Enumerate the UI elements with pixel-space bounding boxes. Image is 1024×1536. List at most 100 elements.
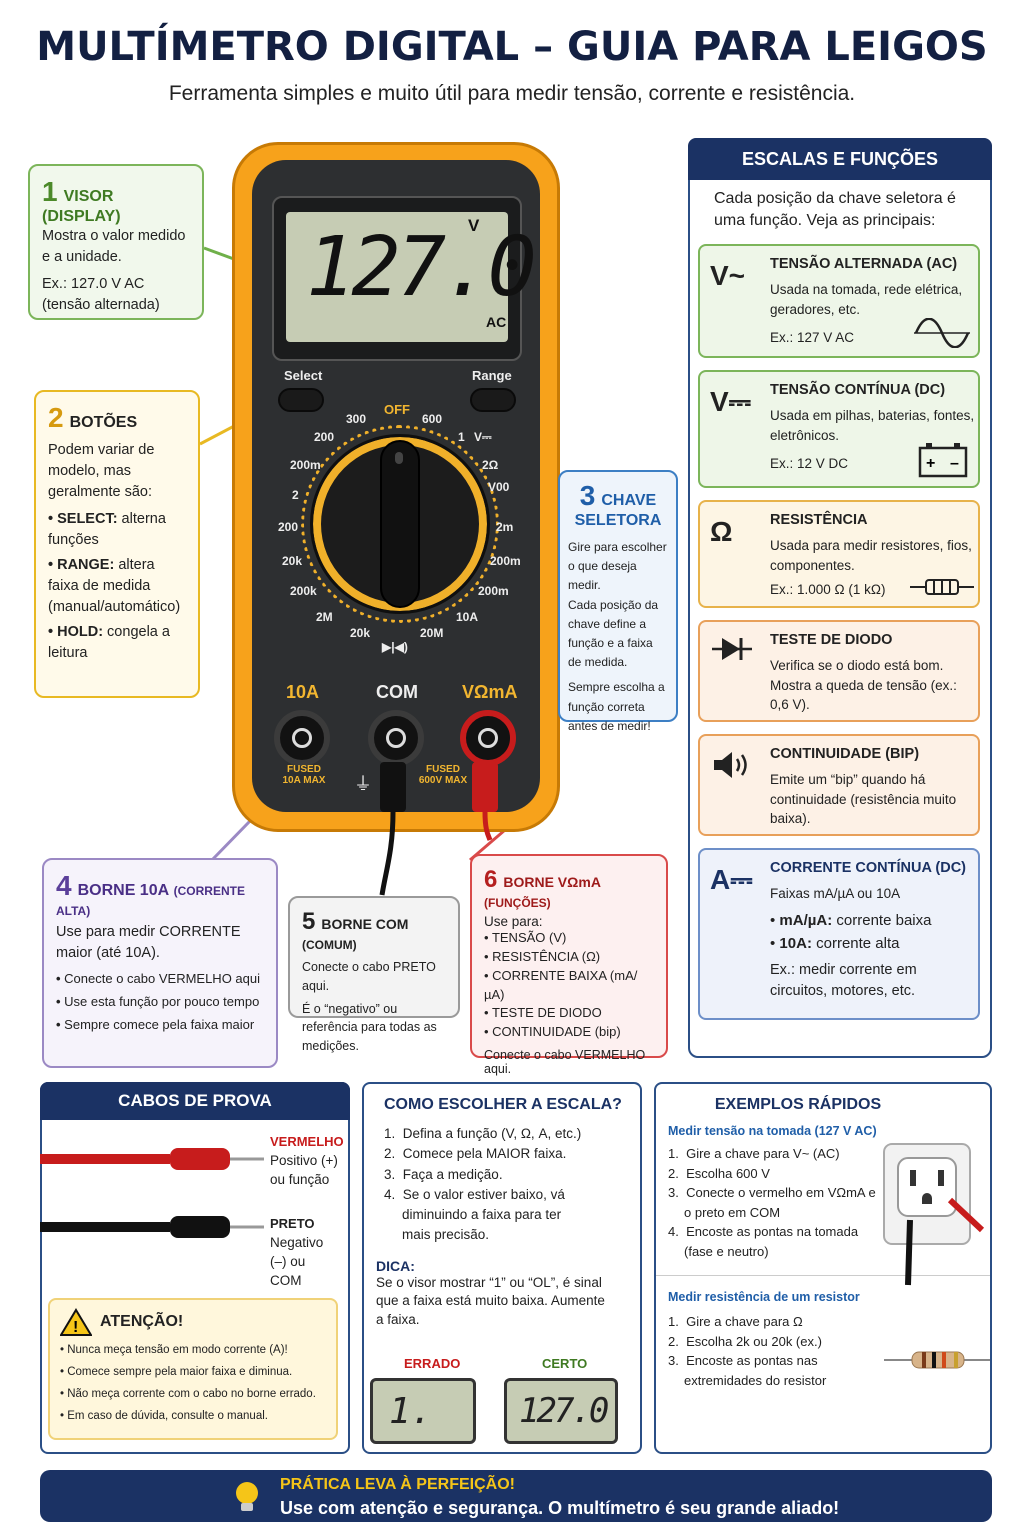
- dial-label: 2: [292, 488, 299, 502]
- callout-number: 1: [42, 176, 58, 207]
- dial-label: V⎓: [474, 430, 492, 444]
- callout-text: Podem variar de modelo, mas geralmente s…: [48, 442, 155, 501]
- callout-example: Ex.: 127.0 V AC (tensão alternada): [42, 276, 160, 314]
- dial-label: 20k: [282, 554, 303, 568]
- dial-label: 200: [278, 520, 299, 534]
- list-item: • CONTINUIDADE (bip): [484, 1024, 621, 1040]
- list-item: Conecte o cabo VERMELHO aqui: [56, 970, 264, 989]
- list-item: 4. Encoste as pontas na tomada (fase e n…: [668, 1224, 859, 1259]
- jack-label-vohm: VΩmA: [462, 682, 518, 702]
- list-item: Sempre comece pela faixa maior: [56, 1016, 264, 1035]
- dial-label: 600: [422, 412, 443, 426]
- dial-indicator-dot: [395, 452, 403, 464]
- red-probe-label: VERMELHO: [270, 1134, 344, 1149]
- callout-botoes: 2 BOTÕES Podem variar de modelo, mas gera…: [34, 390, 200, 698]
- dial-ring: [301, 425, 499, 623]
- escala-panel: COMO ESCOLHER A ESCALA? 1. Defina a funç…: [362, 1082, 642, 1454]
- select-button[interactable]: [278, 388, 324, 412]
- list-item: 1. Gire a chave para Ω: [668, 1314, 803, 1329]
- dial-label: 300: [346, 412, 367, 426]
- callout-title: VISOR (DISPLAY): [42, 188, 121, 225]
- resistor-icon: [910, 579, 974, 595]
- dial-label: 200m: [490, 554, 521, 568]
- dial-pointer: [380, 440, 420, 608]
- sine-wave-icon: [914, 318, 970, 348]
- range-button[interactable]: [470, 388, 516, 412]
- display-unit-ac: AC: [486, 314, 507, 330]
- list-item: • Não meça corrente com o cabo no borne …: [60, 1387, 316, 1400]
- exemplos-panel: EXEMPLOS RÁPIDOS Medir tensão na tomada …: [654, 1082, 992, 1454]
- callout-text: Gire para escolher o que deseja medir.: [568, 540, 667, 593]
- list-item: 1. Defina a função (V, Ω, A, etc.): [384, 1126, 582, 1141]
- diode-symbol: ▶|◀): [382, 640, 408, 654]
- dial-label: 2m: [496, 520, 514, 534]
- dial-off: OFF: [384, 402, 410, 417]
- list-item: 3. Encoste as pontas nas extremidades do…: [668, 1353, 827, 1388]
- outlet-icon: [883, 1143, 985, 1286]
- ground-icon: ⏚: [354, 774, 372, 794]
- escalas-title: ESCALAS E FUNÇÕES: [688, 138, 992, 180]
- fused-note-600v: FUSED 600V MAX: [418, 764, 468, 786]
- dial-label: 200m: [478, 584, 509, 598]
- dial-label: 10A: [456, 610, 479, 624]
- fused-note-10a: FUSED 10A MAX: [282, 764, 326, 786]
- battery-icon: +–: [918, 443, 968, 478]
- page-subtitle: Ferramenta simples e muito útil para med…: [168, 82, 856, 105]
- select-label: Select: [284, 368, 323, 383]
- list-item: • Em caso de dúvida, consulte o manual.: [60, 1409, 268, 1422]
- card-resistencia: Ω RESISTÊNCIA Usada para medir resistore…: [698, 500, 980, 608]
- list-item: 2. Comece pela MAIOR faixa.: [384, 1146, 567, 1162]
- card-continuidade: CONTINUIDADE (BIP) Emite um “bip” quando…: [698, 734, 980, 836]
- list-item: • CORRENTE BAIXA (mA/µA): [484, 967, 638, 1002]
- resistor-photo-icon: [884, 1351, 990, 1369]
- callout-text: Use para medir CORRENTE maior (até 10A).: [56, 924, 241, 962]
- jack-label-com: COM: [376, 682, 418, 702]
- list-item: RANGE: altera faixa de medida (manual/au…: [48, 555, 186, 618]
- dial-label: 200m: [290, 458, 321, 472]
- black-probe-label: PRETO: [270, 1216, 315, 1231]
- footer-banner: PRÁTICA LEVA À PERFEIÇÃO! Use com atençã…: [40, 1470, 992, 1522]
- current-icon: A⎓: [710, 864, 753, 895]
- callout-title: BOTÕES: [69, 414, 138, 431]
- callout-text: Cada posição da chave define a função e …: [568, 597, 659, 670]
- list-item: 2. Escolha 2k ou 20k (ex.): [668, 1333, 822, 1349]
- callout-text: Sempre escolha a função correta antes de…: [568, 680, 665, 733]
- dial-label: 1: [458, 430, 465, 444]
- dial-label: 2M: [316, 610, 333, 624]
- dial-label: 200: [314, 430, 335, 444]
- lcd-wrong: 1.: [370, 1378, 476, 1444]
- lightbulb-icon: [236, 1482, 258, 1511]
- list-item: • 10A: corrente alta: [770, 934, 900, 952]
- card-tensao-dc: V⎓ TENSÃO CONTÍNUA (DC) Usada em pilhas,…: [698, 370, 980, 488]
- list-item: HOLD: congela a leitura: [48, 622, 186, 664]
- escalas-intro: Cada posição da chave seletora é uma fun…: [714, 190, 956, 230]
- card-corrente-dc: A⎓ CORRENTE CONTÍNUA (DC) Faixas mA/µA o…: [698, 848, 980, 1020]
- diode-icon: [712, 638, 752, 660]
- right-label: CERTO: [542, 1356, 588, 1371]
- lcd-right: 127.0: [504, 1378, 618, 1444]
- list-item: 2. Escolha 600 V: [668, 1165, 770, 1181]
- callout-text: Mostra o valor medido e a unidade.: [42, 228, 186, 266]
- probe-wires-illustration: [40, 1148, 264, 1238]
- jack-10a[interactable]: [274, 710, 330, 766]
- list-item: 4. Se o valor estiver baixo, vá diminuin…: [384, 1186, 565, 1243]
- list-item: • mA/µA: corrente baixa: [770, 912, 932, 929]
- list-item: • Nunca meça tensão em modo corrente (A)…: [60, 1344, 288, 1356]
- display-value: 127.0: [306, 220, 537, 315]
- list-item: SELECT: alterna funções: [48, 509, 186, 551]
- atencao-box: ! ATENÇÃO! • Nunca meça tensão em modo c…: [48, 1298, 338, 1440]
- callout-number: 2: [48, 402, 64, 433]
- footer-line1: PRÁTICA LEVA À PERFEIÇÃO!: [280, 1476, 515, 1493]
- jack-vohm[interactable]: [460, 710, 516, 766]
- svg-text:+: +: [926, 455, 935, 472]
- list-item: 3. Conecte o vermelho em VΩmA e o preto …: [668, 1185, 876, 1220]
- dial-label: 200k: [290, 584, 317, 598]
- list-item: Use esta função por pouco tempo: [56, 993, 264, 1012]
- display-unit-v: V: [468, 216, 480, 235]
- red-probe-desc: Positivo (+) ou função: [270, 1153, 338, 1187]
